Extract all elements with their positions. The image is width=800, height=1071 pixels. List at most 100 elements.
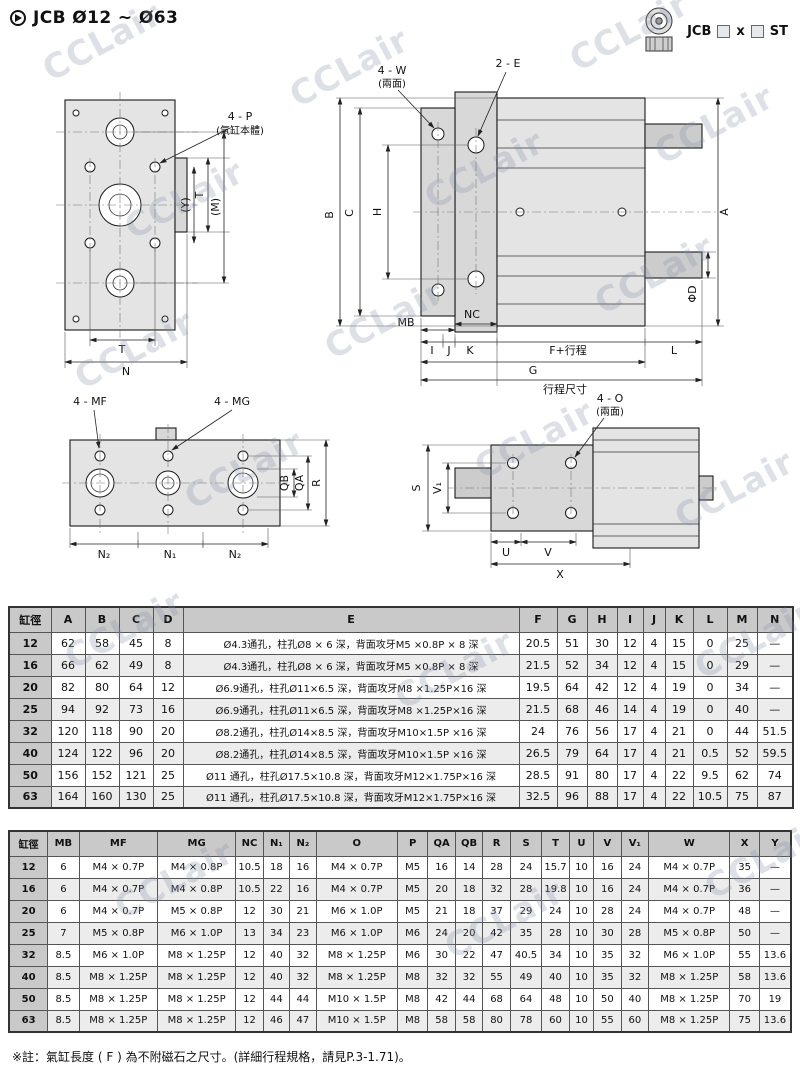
dimension-cell: M4 × 0.7P [78,877,158,901]
dimension-cell: 25 [726,631,758,655]
dimension-cell: 40 [541,965,570,989]
dim-v-label: V [544,546,552,559]
callout-4w-label: 4 - W [378,64,407,77]
dimension-cell: 10.5 [235,877,264,901]
dimension-cell: 13.6 [758,1009,792,1033]
dimension-cell: 130 [118,785,154,809]
dimension-cell: 51.5 [756,719,794,743]
dimension-cell: 36 [729,877,760,901]
dimension-cell: 24 [541,899,570,923]
dimension-cell: 17 [616,785,644,809]
row-header-bore-size: 63 [8,785,52,809]
dimension-cell: 152 [84,763,120,787]
row-header-bore-size: 63 [8,1009,49,1033]
dimension-cell: 19 [664,697,694,721]
dimension-cell: M4 × 0.7P [78,899,158,923]
dim-mb-label: MB [397,316,414,329]
dimension-cell: 8.5 [47,987,80,1011]
column-header: E [182,606,520,633]
dimension-cell: Ø11 通孔，柱孔Ø17.5×10.8 深，背面攻牙M12×1.75P×16 深 [182,763,520,787]
column-header: N [756,606,794,633]
dimension-cell: M8 × 1.25P [648,1009,731,1033]
dimension-cell: 96 [118,741,154,765]
dimension-cell: 8 [152,631,184,655]
dimension-cell: 0 [692,697,728,721]
dimension-cell: 6 [47,899,80,923]
dimension-cell: 82 [50,675,86,699]
dimension-cell: 10.5 [692,785,728,809]
dimension-cell: 62 [50,631,86,655]
dimension-cell: 16 [593,877,622,901]
dimension-cell: M6 × 1.0P [78,943,158,967]
dimension-cell: 64 [586,741,618,765]
footnote: ※註：氣缸長度 ( F ) 為不附磁石之尺寸。(詳細行程規格，請見P.3-1.7… [12,1050,411,1064]
dimension-cell: 35 [729,855,760,879]
column-header: V [593,830,622,857]
dimension-cell: 48 [729,899,760,923]
product-thumbnail-icon [645,7,673,52]
dimension-cell: 75 [729,1009,760,1033]
dimension-cell: 24 [427,921,456,945]
dimension-cell: 64 [509,987,543,1011]
column-header: G [556,606,588,633]
dimension-cell: M8 × 1.25P [78,987,158,1011]
dimension-cell: M8 × 1.25P [315,943,398,967]
dimension-cell: 10 [568,1009,595,1033]
dim-k-label: K [466,344,474,357]
dimension-cell: 12 [235,987,264,1011]
dim-t-label: T [118,343,126,356]
dim-qa-label: QA [293,474,306,491]
dimension-cell: 91 [556,763,588,787]
dimension-cell: 26.5 [518,741,558,765]
dimension-cell: 21 [427,899,456,923]
column-header: V₁ [620,830,650,857]
dimension-cell: — [756,697,794,721]
row-header-bore-size: 16 [8,877,49,901]
model-times: x [736,23,745,39]
dimension-cell: 17 [616,763,644,787]
dimension-cell: M4 × 0.7P [315,877,398,901]
dimension-cell: Ø8.2通孔，柱孔Ø14×8.5 深，背面攻牙M10×1.5P ×16 深 [182,719,520,743]
dimension-cell: M8 [396,1009,429,1033]
dimension-cell: Ø4.3通孔，柱孔Ø8 × 6 深，背面攻牙M5 ×0.8P × 8 深 [182,653,520,677]
dimension-cell: 121 [118,763,154,787]
dim-u-label: U [502,546,510,559]
dimension-cell: 22 [664,763,694,787]
column-header: MG [156,830,237,857]
dimension-cell: 4 [642,675,666,699]
dimension-cell: 10 [568,899,595,923]
dimension-cell: M10 × 1.5P [315,987,398,1011]
dimension-cell: 58 [729,965,760,989]
dimension-cell: 10 [568,965,595,989]
dim-nc-label: NC [464,308,480,321]
dim-c-label: C [343,209,356,217]
callout-4o-sublabel: (兩面) [596,406,624,418]
dimension-cell: 46 [262,1009,291,1033]
dimension-cell: 35 [593,943,622,967]
dimension-cell: 49 [509,965,543,989]
dimension-cell: 80 [482,1009,511,1033]
dimension-cell: 48 [541,987,570,1011]
dimension-cell: 25 [152,763,184,787]
dim-s-label: S [410,484,423,491]
dimension-cell: 12 [235,965,264,989]
front-view-dimension-lines [64,127,231,368]
column-header: C [118,606,154,633]
dim-m-label: (M) [209,198,222,216]
dimension-cell: 42 [482,921,511,945]
column-header: A [50,606,86,633]
dimension-cell: 52 [726,741,758,765]
column-header: S [509,830,543,857]
dimension-cell: 16 [289,855,317,879]
dim-x-label: X [556,568,564,581]
dimension-cell: 51 [556,631,588,655]
dimension-cell: M4 × 0.8P [156,855,237,879]
